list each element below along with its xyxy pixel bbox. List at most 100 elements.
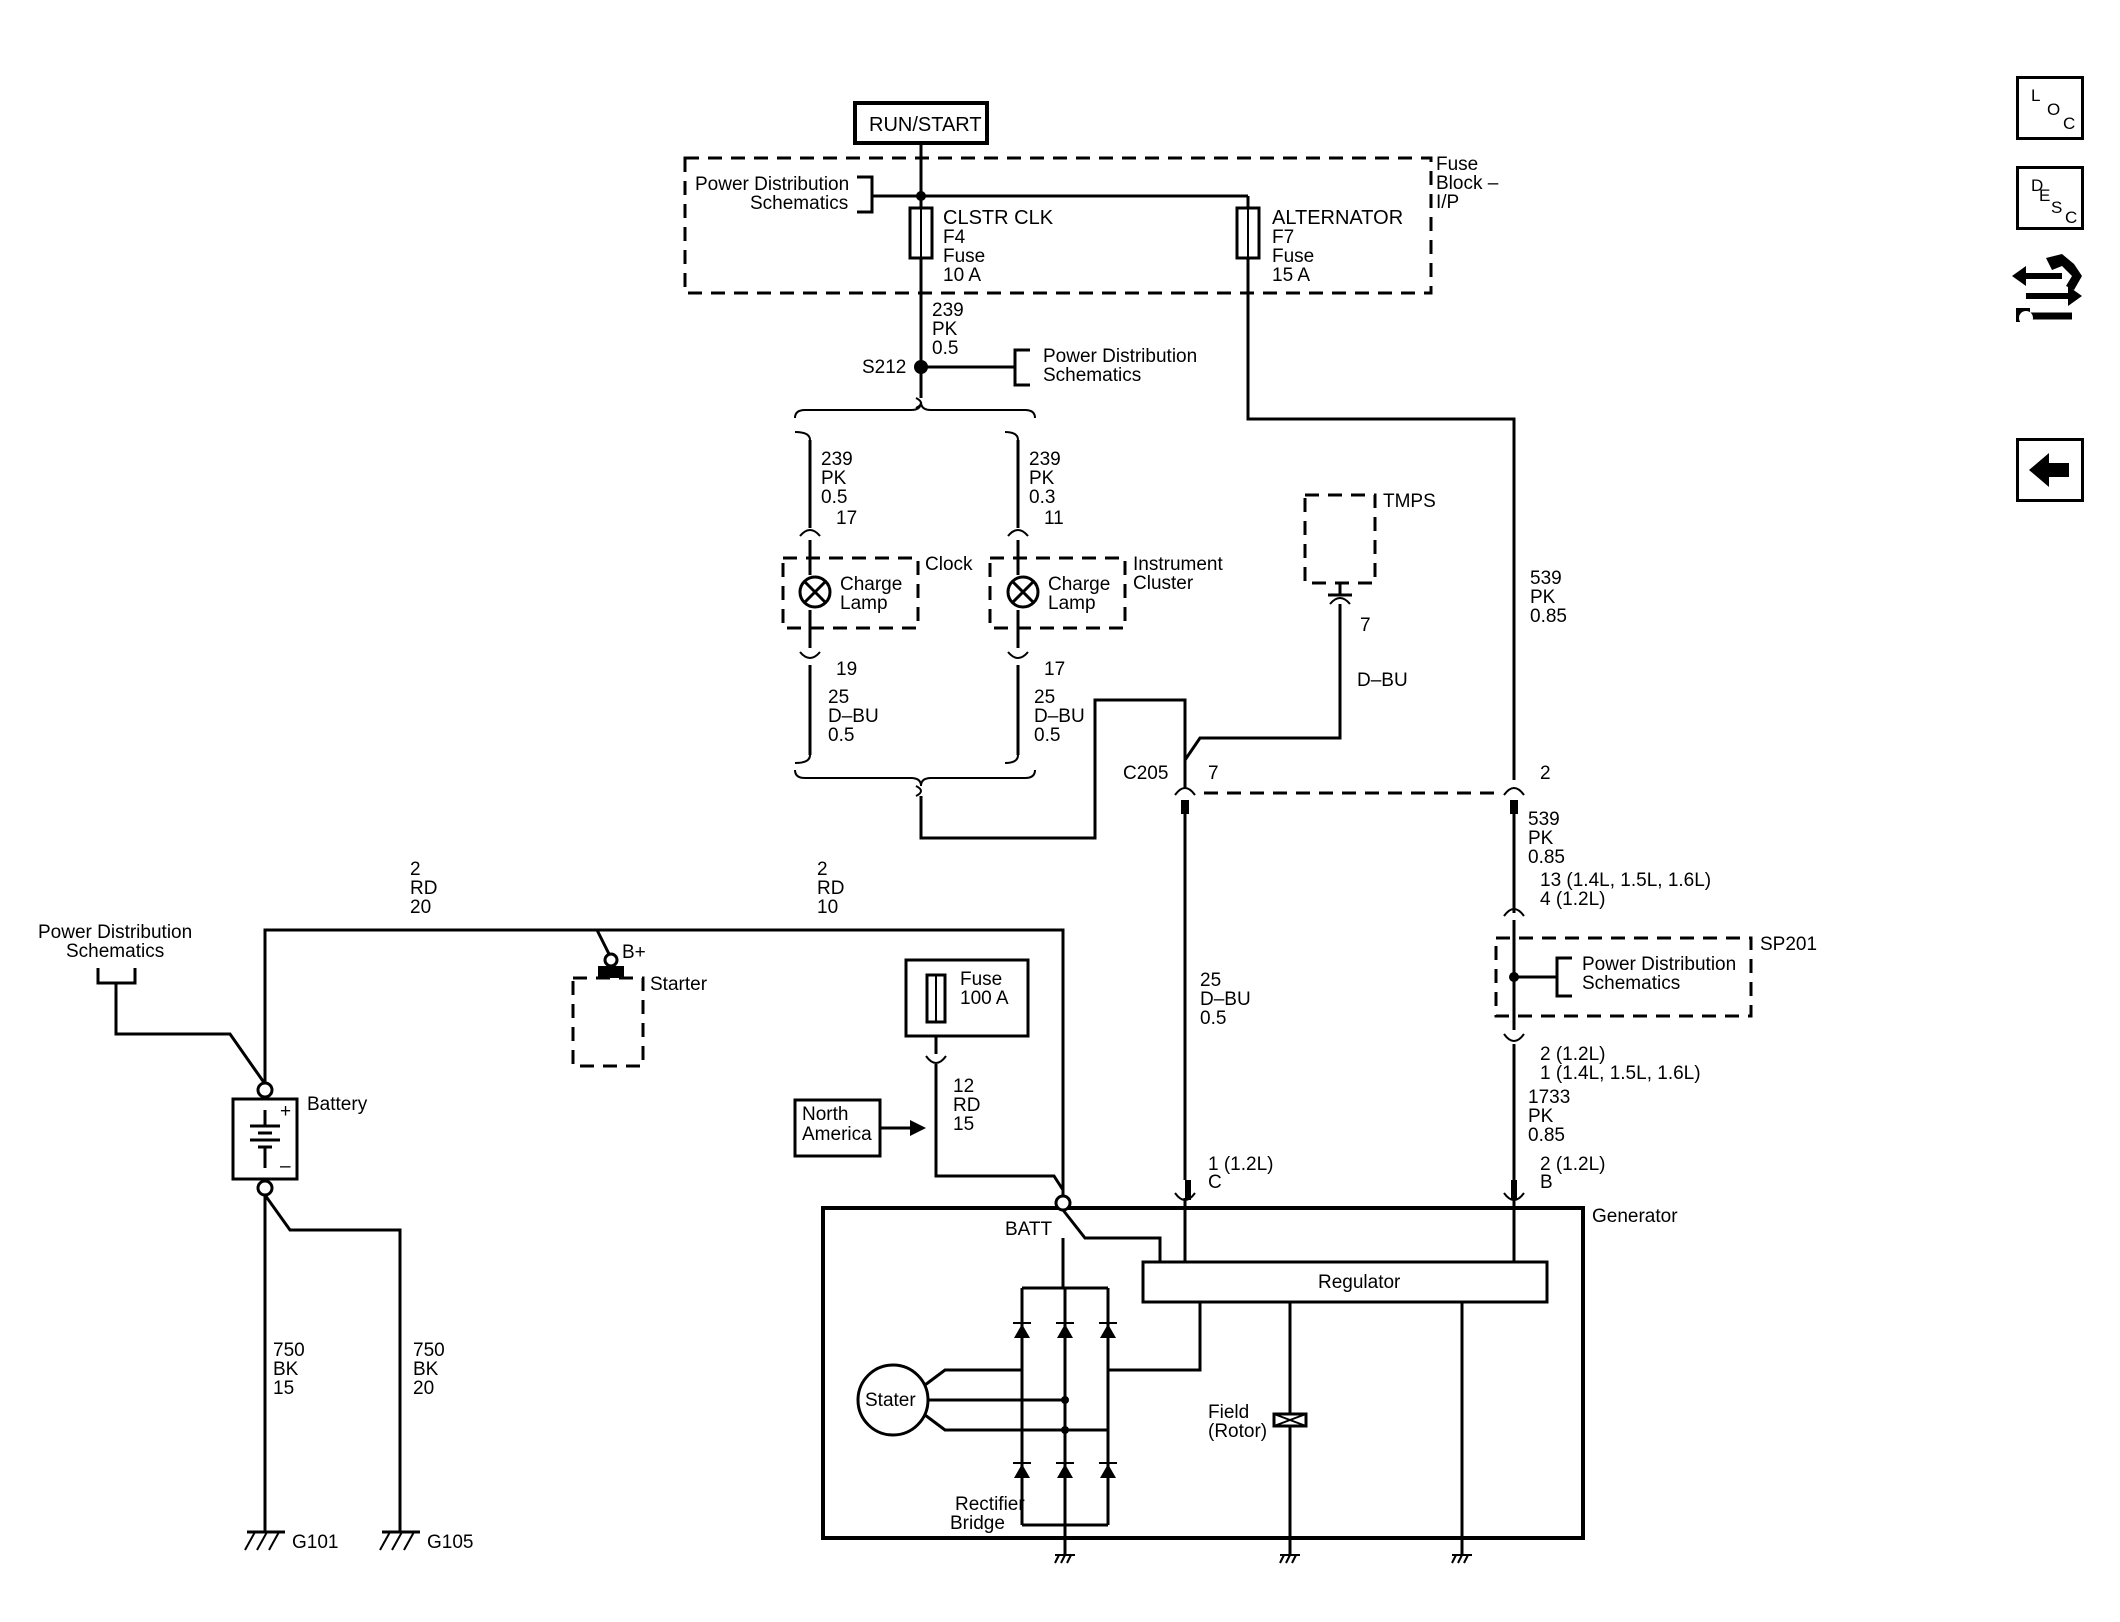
svg-text:TMPS: TMPS [1383,491,1436,512]
svg-text:1733: 1733 [1528,1087,1570,1108]
north-america-note [793,1098,882,1158]
svg-text:Starter: Starter [650,974,708,995]
svg-text:C205: C205 [1123,763,1168,784]
svg-text:19: 19 [836,659,857,680]
fuse-block-label: Fuse [1436,154,1478,175]
fuse-f4 [908,196,934,370]
svg-text:Lamp: Lamp [840,593,888,614]
svg-text:Schematics: Schematics [1582,973,1680,994]
svg-text:0.85: 0.85 [1528,847,1565,868]
field-ground-icon [1279,1554,1301,1564]
regulator [1141,1260,1549,1304]
svg-text:PK: PK [1029,468,1055,489]
svg-text:Instrument: Instrument [1133,554,1223,575]
svg-text:0.5: 0.5 [821,487,847,508]
svg-text:PK: PK [1528,828,1554,849]
location-button[interactable]: L O C [2016,76,2084,140]
svg-text:Generator: Generator [1592,1206,1678,1227]
svg-text:25: 25 [1034,687,1055,708]
batt-terminal [1054,1194,1072,1212]
svg-text:Fuse: Fuse [1272,246,1314,267]
svg-text:2: 2 [410,859,421,880]
svg-text:0.5: 0.5 [1200,1008,1226,1029]
svg-text:100 A: 100 A [960,988,1009,1009]
svg-text:13 (1.4L, 1.5L, 1.6L): 13 (1.4L, 1.5L, 1.6L) [1540,870,1711,891]
svg-text:20: 20 [410,897,431,918]
svg-text:239: 239 [932,300,964,321]
svg-text:20: 20 [413,1378,434,1399]
svg-text:B+: B+ [622,942,646,963]
svg-text:10: 10 [817,897,838,918]
svg-text:2: 2 [817,859,828,880]
svg-text:Rectifier: Rectifier [955,1494,1025,1515]
svg-text:Schematics: Schematics [66,941,164,962]
back-arrow-icon [2029,453,2069,487]
pds-ref-top: Power Distribution [695,174,849,195]
regulator-ground-icon [1451,1554,1473,1564]
svg-text:G101: G101 [292,1532,338,1553]
svg-text:G105: G105 [427,1532,473,1553]
svg-text:539: 539 [1530,568,1562,589]
svg-text:Cluster: Cluster [1133,573,1194,594]
charge-lamp-ipc-icon [1006,575,1040,609]
svg-text:750: 750 [273,1340,305,1361]
back-button[interactable] [2016,438,2084,502]
svg-text:RD: RD [953,1095,980,1116]
svg-text:CLSTR CLK: CLSTR CLK [943,207,1054,229]
svg-text:RD: RD [817,878,844,899]
svg-text:0.5: 0.5 [932,338,958,359]
svg-text:SP201: SP201 [1760,934,1817,955]
svg-text:Regulator: Regulator [1318,1272,1401,1293]
svg-text:Charge: Charge [840,574,902,595]
svg-text:D–BU: D–BU [1357,670,1408,691]
svg-text:RUN/START: RUN/START [869,114,982,136]
instrument-cluster-module [988,556,1127,630]
svg-text:0.5: 0.5 [828,725,854,746]
svg-text:S212: S212 [862,357,906,378]
svg-text:Schematics: Schematics [1043,365,1141,386]
generator [821,1206,1585,1540]
svg-text:RD: RD [410,878,437,899]
charge-lamp-clock-icon [798,575,832,609]
svg-text:America: America [802,1124,872,1145]
svg-text:750: 750 [413,1340,445,1361]
svg-text:Block –: Block – [1436,173,1499,194]
svg-text:25: 25 [828,687,849,708]
svg-text:0.5: 0.5 [1034,725,1060,746]
svg-text:0.85: 0.85 [1530,606,1567,627]
svg-text:0.85: 0.85 [1528,1125,1565,1146]
svg-text:239: 239 [1029,449,1061,470]
svg-text:C: C [1208,1172,1222,1193]
svg-text:D–BU: D–BU [828,706,879,727]
battery [231,1081,299,1197]
svg-text:15: 15 [273,1378,294,1399]
svg-text:539: 539 [1528,809,1560,830]
fuse-f7 [1235,196,1516,780]
pds-ref-s212: Power Distribution [1043,346,1197,367]
svg-text:Lamp: Lamp [1048,593,1096,614]
svg-text:I/P: I/P [1436,192,1459,213]
svg-text:4 (1.2L): 4 (1.2L) [1540,889,1605,910]
clock-module [781,556,920,630]
svg-text:Charge: Charge [1048,574,1110,595]
tmps-module [1303,493,1377,585]
svg-text:10 A: 10 A [943,265,981,286]
svg-text:11: 11 [1044,508,1064,529]
connector-wrench-button[interactable] [2012,246,2092,330]
svg-text:15 A: 15 A [1272,265,1310,286]
svg-text:BATT: BATT [1005,1219,1053,1240]
svg-text:D–BU: D–BU [1034,706,1085,727]
svg-text:D–BU: D–BU [1200,989,1251,1010]
starter-motor [571,976,645,1068]
wrench-connector-icon [2012,254,2082,325]
svg-text:PK: PK [1528,1106,1554,1127]
svg-text:25: 25 [1200,970,1221,991]
svg-text:0.3: 0.3 [1029,487,1055,508]
svg-text:North: North [802,1104,848,1125]
svg-text:–: – [280,1156,291,1177]
svg-text:PK: PK [1530,587,1556,608]
svg-text:2 (1.2L): 2 (1.2L) [1540,1154,1605,1175]
description-button[interactable]: D E S C [2016,166,2084,230]
svg-text:Field: Field [1208,1402,1249,1423]
